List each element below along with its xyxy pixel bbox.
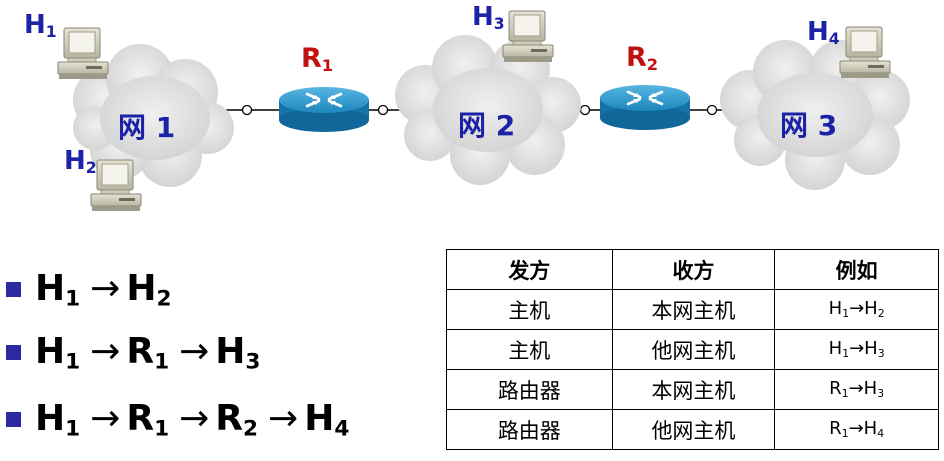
path-item: H1→R1→H3: [6, 331, 266, 374]
table-cell-receiver: 他网主机: [611, 329, 776, 370]
table-cell-sender: 路由器: [446, 369, 613, 410]
host-label-h2: H2: [64, 146, 97, 177]
table-cell-sender: 路由器: [446, 409, 613, 450]
table-cell-receiver: 本网主机: [611, 369, 776, 410]
cloud-net1: [73, 44, 234, 187]
table-cell-receiver: 本网主机: [611, 289, 776, 330]
bullet-square-icon: [6, 282, 21, 298]
table-cell-example: R1→H3: [774, 369, 939, 410]
table-header: 收方: [611, 249, 776, 290]
table-header: 发方: [446, 249, 613, 290]
host-h2-icon: [90, 159, 142, 212]
router-r1-icon: [277, 85, 371, 134]
table-row: 主机 他网主机 H1→H3: [446, 329, 939, 370]
table-cell-example: H1→H2: [774, 289, 939, 330]
router-label-r2: R2: [626, 42, 659, 75]
table-cell-sender: 主机: [446, 289, 613, 330]
router-r2-icon: [598, 83, 692, 132]
router-label-r1: R1: [301, 43, 334, 76]
cloud-net3: [720, 40, 910, 190]
network-label-3: 网 3: [780, 109, 838, 142]
host-h3-icon: [502, 10, 554, 63]
path-text: H1→H2: [35, 268, 172, 312]
table-cell-receiver: 他网主机: [611, 409, 776, 450]
network-label-2: 网 2: [458, 109, 516, 142]
bullet-square-icon: [6, 412, 21, 428]
table-cell-example: H1→H3: [774, 329, 939, 370]
table-row: 主机 本网主机 H1→H2: [446, 289, 939, 330]
network-diagram: [57, 10, 910, 212]
host-h1-icon: [57, 27, 109, 80]
path-item: H1→R1→R2→H4: [6, 398, 355, 441]
path-item: H1→H2: [6, 268, 178, 311]
table-header-row: 发方 收方 例如: [446, 249, 939, 290]
table-cell-sender: 主机: [446, 329, 613, 370]
interface-dots: [241, 104, 718, 116]
host-label-h3: H3: [472, 2, 505, 33]
path-text: H1→R1→R2→H4: [35, 398, 350, 442]
table-header: 例如: [774, 249, 939, 290]
path-text: H1→R1→H3: [35, 331, 261, 375]
table-row: 路由器 本网主机 R1→H3: [446, 369, 939, 410]
host-label-h4: H4: [807, 17, 840, 48]
host-h4-icon: [839, 26, 891, 79]
forwarding-table: 发方 收方 例如 主机 本网主机 H1→H2 主机 他网主机 H1→H3 路由器…: [446, 249, 939, 450]
bullet-square-icon: [6, 345, 21, 361]
host-label-h1: H1: [24, 10, 57, 41]
table-row: 路由器 他网主机 R1→H4: [446, 409, 939, 450]
table-cell-example: R1→H4: [774, 409, 939, 450]
network-label-1: 网 1: [118, 111, 176, 144]
